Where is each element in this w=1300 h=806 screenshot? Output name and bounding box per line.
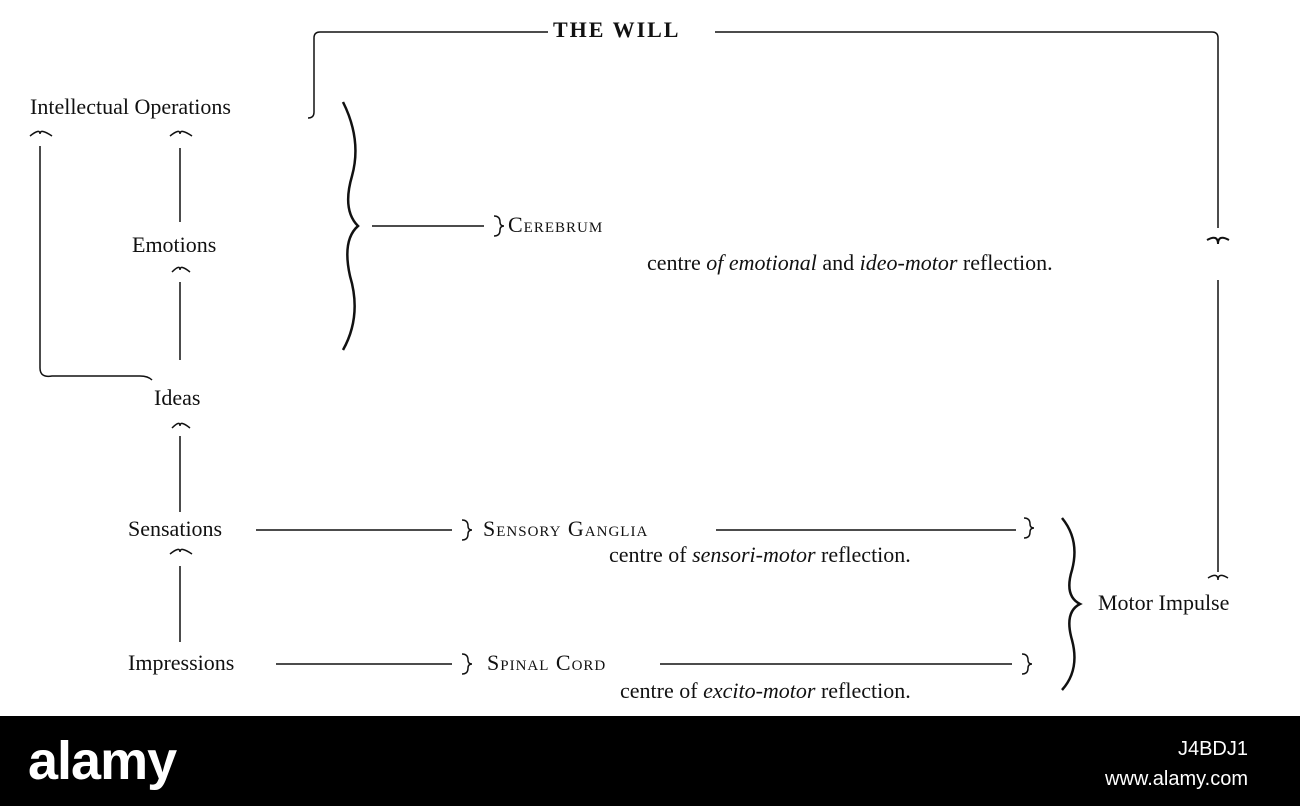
sensory-ganglia-label: Sensory Ganglia bbox=[483, 516, 649, 541]
cerebrum-desc-and: and bbox=[816, 250, 860, 275]
impressions-label: Impressions bbox=[128, 650, 235, 675]
will-left-hook bbox=[307, 31, 321, 119]
sensory-left-brace bbox=[461, 519, 473, 541]
sensory-desc-suffix: reflection. bbox=[815, 542, 911, 567]
image-id: J4BDJ1 bbox=[1177, 738, 1248, 760]
spinal-description: centre of excito-motor reflection. bbox=[620, 680, 911, 702]
spinal-desc-suffix: reflection. bbox=[815, 678, 911, 703]
cerebrum-label: Cerebrum bbox=[508, 212, 604, 237]
spinal-left-brace bbox=[461, 653, 473, 675]
sensory-desc-italic: sensori-motor bbox=[692, 542, 816, 567]
intellectual-left-brace bbox=[29, 130, 53, 137]
emotions-brace bbox=[171, 266, 191, 273]
ideas-brace bbox=[171, 422, 191, 429]
cerebrum-desc-suffix: reflection. bbox=[957, 250, 1053, 275]
sensory-description: centre of sensori-motor reflection. bbox=[609, 544, 911, 566]
intellectual-operations-label: Intellectual Operations bbox=[30, 94, 231, 119]
emotions-label: Emotions bbox=[132, 232, 217, 257]
will-label: THE WILL bbox=[553, 17, 681, 42]
will-bottom-brace bbox=[1207, 574, 1229, 581]
spinal-desc-italic: excito-motor bbox=[703, 678, 816, 703]
cerebrum-big-brace bbox=[341, 101, 360, 351]
ideas-label: Ideas bbox=[154, 385, 201, 410]
spinal-right-brace bbox=[1021, 653, 1033, 675]
cerebrum-desc-emotional: emotional bbox=[728, 250, 817, 275]
left-loop-line bbox=[39, 146, 153, 381]
diagram-connectors bbox=[29, 31, 1230, 691]
watermark-footer: alamy J4BDJ1 www.alamy.com bbox=[0, 716, 1300, 806]
sensations-brace bbox=[169, 548, 193, 555]
motor-impulse-label: Motor Impulse bbox=[1098, 590, 1230, 615]
will-right-hook bbox=[1211, 31, 1219, 228]
spinal-desc-prefix: centre of bbox=[620, 678, 704, 703]
alamy-logo: alamy bbox=[28, 731, 177, 791]
sensations-label: Sensations bbox=[128, 516, 223, 541]
footer-url: www.alamy.com bbox=[1105, 768, 1248, 790]
spinal-cord-label: Spinal Cord bbox=[487, 650, 607, 675]
cerebrum-small-brace bbox=[493, 215, 505, 237]
cerebrum-desc-of: of bbox=[706, 250, 729, 275]
motor-big-brace bbox=[1061, 517, 1083, 691]
cerebrum-desc-prefix: centre bbox=[647, 250, 707, 275]
intellectual-center-brace bbox=[169, 130, 193, 137]
sensory-desc-prefix: centre of bbox=[609, 542, 693, 567]
will-mid-brace bbox=[1206, 236, 1230, 245]
cerebrum-description: centre of emotional and ideo-motor refle… bbox=[647, 252, 1053, 274]
sensory-right-brace bbox=[1023, 517, 1035, 539]
cerebrum-desc-ideo-motor: ideo-motor bbox=[859, 250, 958, 275]
